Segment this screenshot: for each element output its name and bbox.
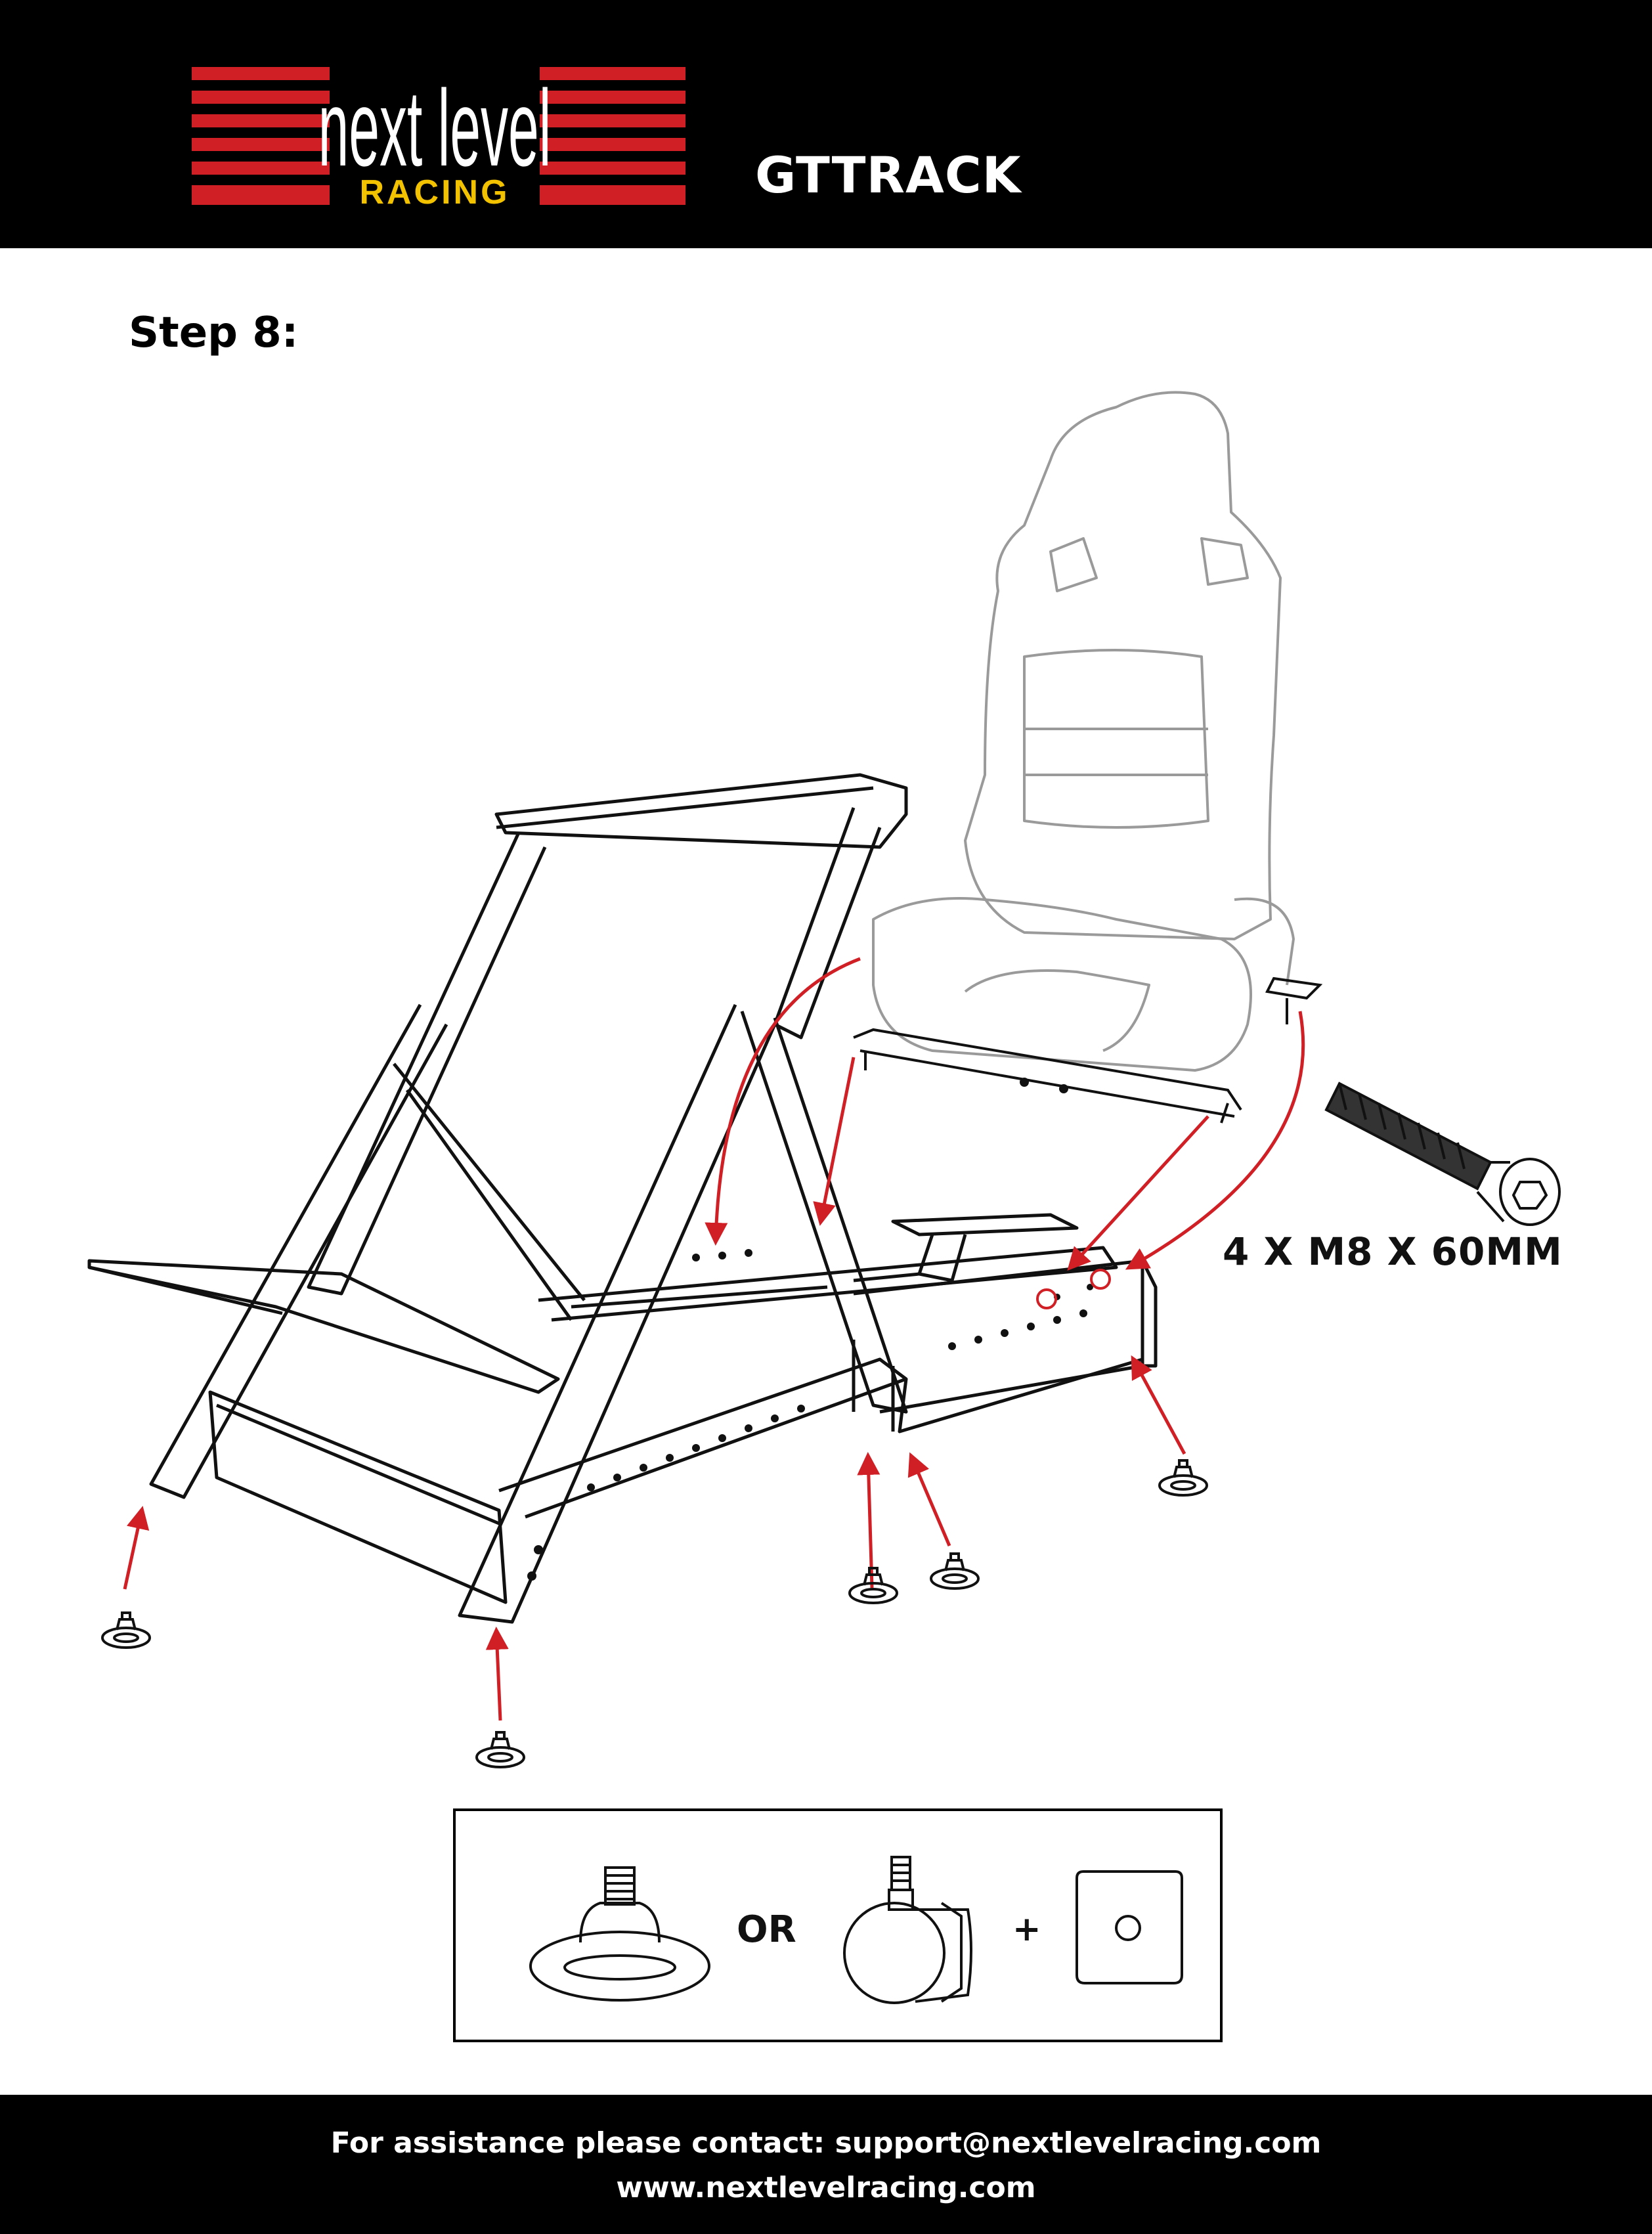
levelling-foot-icon — [529, 1866, 710, 2002]
foot-icon — [930, 1552, 980, 1590]
bolt-hole-markers — [1036, 1269, 1111, 1309]
product-title: GTTRACK — [755, 146, 1022, 204]
logo-text-top: next level — [318, 67, 552, 188]
support-contact-text: For assistance please contact: support@n… — [330, 2126, 1322, 2160]
foot-options-box: OR + — [453, 1808, 1223, 2042]
foot-icon — [475, 1731, 525, 1768]
caster-wheel-icon — [843, 1856, 972, 2004]
cockpit-frame — [87, 773, 1158, 1624]
assembly-diagram — [87, 391, 1561, 1768]
screw-spec-label: 4 X M8 X 60MM — [1223, 1229, 1563, 1274]
next-level-racing-logo: next level RACING — [192, 67, 685, 210]
footer-bar: For assistance please contact: support@n… — [0, 2095, 1652, 2234]
foot-icon — [848, 1567, 898, 1604]
foot-options-illustrations — [529, 1856, 1183, 2004]
m8-screw-icon — [1324, 1082, 1561, 1226]
or-label: OR — [737, 1908, 796, 1951]
step-title: Step 8: — [129, 309, 299, 357]
logo-stripes — [192, 67, 685, 205]
foot-icon — [1158, 1459, 1208, 1497]
assembly-arrows — [123, 957, 1305, 1721]
levelling-feet — [101, 1459, 1208, 1768]
foot-icon — [101, 1611, 151, 1649]
seat-rails — [853, 976, 1323, 1124]
website-text: www.nextlevelracing.com — [616, 2171, 1036, 2204]
logo-text-bottom: RACING — [359, 173, 510, 210]
frame-holes — [527, 1249, 1093, 1581]
mounting-plate-icon — [1076, 1870, 1183, 1984]
plus-label: + — [1012, 1910, 1041, 1949]
racing-seat — [872, 391, 1295, 1072]
header-bar: next level RACING GTTRACK — [0, 0, 1652, 248]
